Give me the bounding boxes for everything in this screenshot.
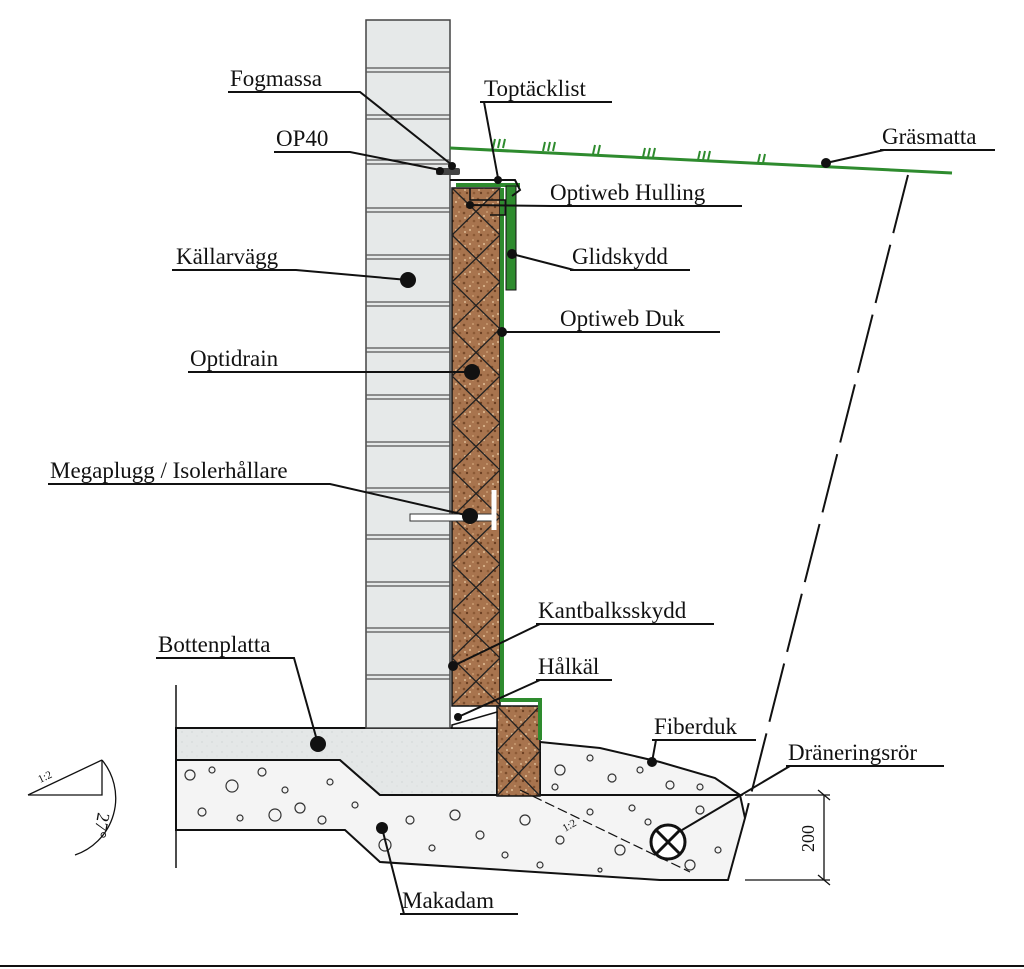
label-kallarvagg: Källarvägg (176, 244, 279, 269)
excavation-slope-line (744, 174, 909, 819)
leader-lines (48, 91, 995, 915)
optidrain-board (451, 187, 501, 707)
slope-left-text: 1:2 (36, 769, 54, 786)
kantbalk-insulation (496, 705, 541, 797)
megaplugg-pin (409, 490, 497, 530)
grasmatta-line (449, 138, 953, 175)
label-kantbalksskydd: Kantbalksskydd (538, 598, 687, 623)
label-bottenplatta: Bottenplatta (158, 632, 270, 657)
slope-angle-indicator: 1:2 27° (27, 759, 117, 856)
draneringsror-pipe (649, 823, 687, 861)
angle-text: 27° (90, 811, 114, 839)
dimension-200-text: 200 (798, 825, 818, 852)
label-optidrain: Optidrain (190, 346, 279, 371)
label-fiberduk: Fiberduk (654, 714, 738, 739)
label-halkal: Hålkäl (538, 654, 599, 679)
label-glidskydd: Glidskydd (572, 244, 668, 269)
label-draneringsror: Dräneringsrör (788, 740, 917, 765)
label-toptacklist: Toptäcklist (484, 76, 586, 101)
optiweb-duk-membrane (451, 183, 542, 740)
label-megaplugg: Megaplugg / Isolerhållare (50, 458, 288, 483)
label-makadam: Makadam (402, 888, 494, 913)
label-op40: OP40 (276, 126, 328, 151)
label-optiweb-hulling: Optiweb Hulling (550, 180, 706, 205)
label-optiweb-duk: Optiweb Duk (560, 306, 685, 331)
label-fogmassa: Fogmassa (230, 66, 322, 91)
fiberduk-fill (539, 740, 744, 796)
dimension-200: 200 (745, 789, 831, 886)
label-grasmatta: Gräsmatta (882, 124, 977, 149)
kallarvagg-wall (365, 19, 451, 729)
labels: Fogmassa Toptäcklist OP40 Gräsmatta Opti… (50, 66, 977, 913)
